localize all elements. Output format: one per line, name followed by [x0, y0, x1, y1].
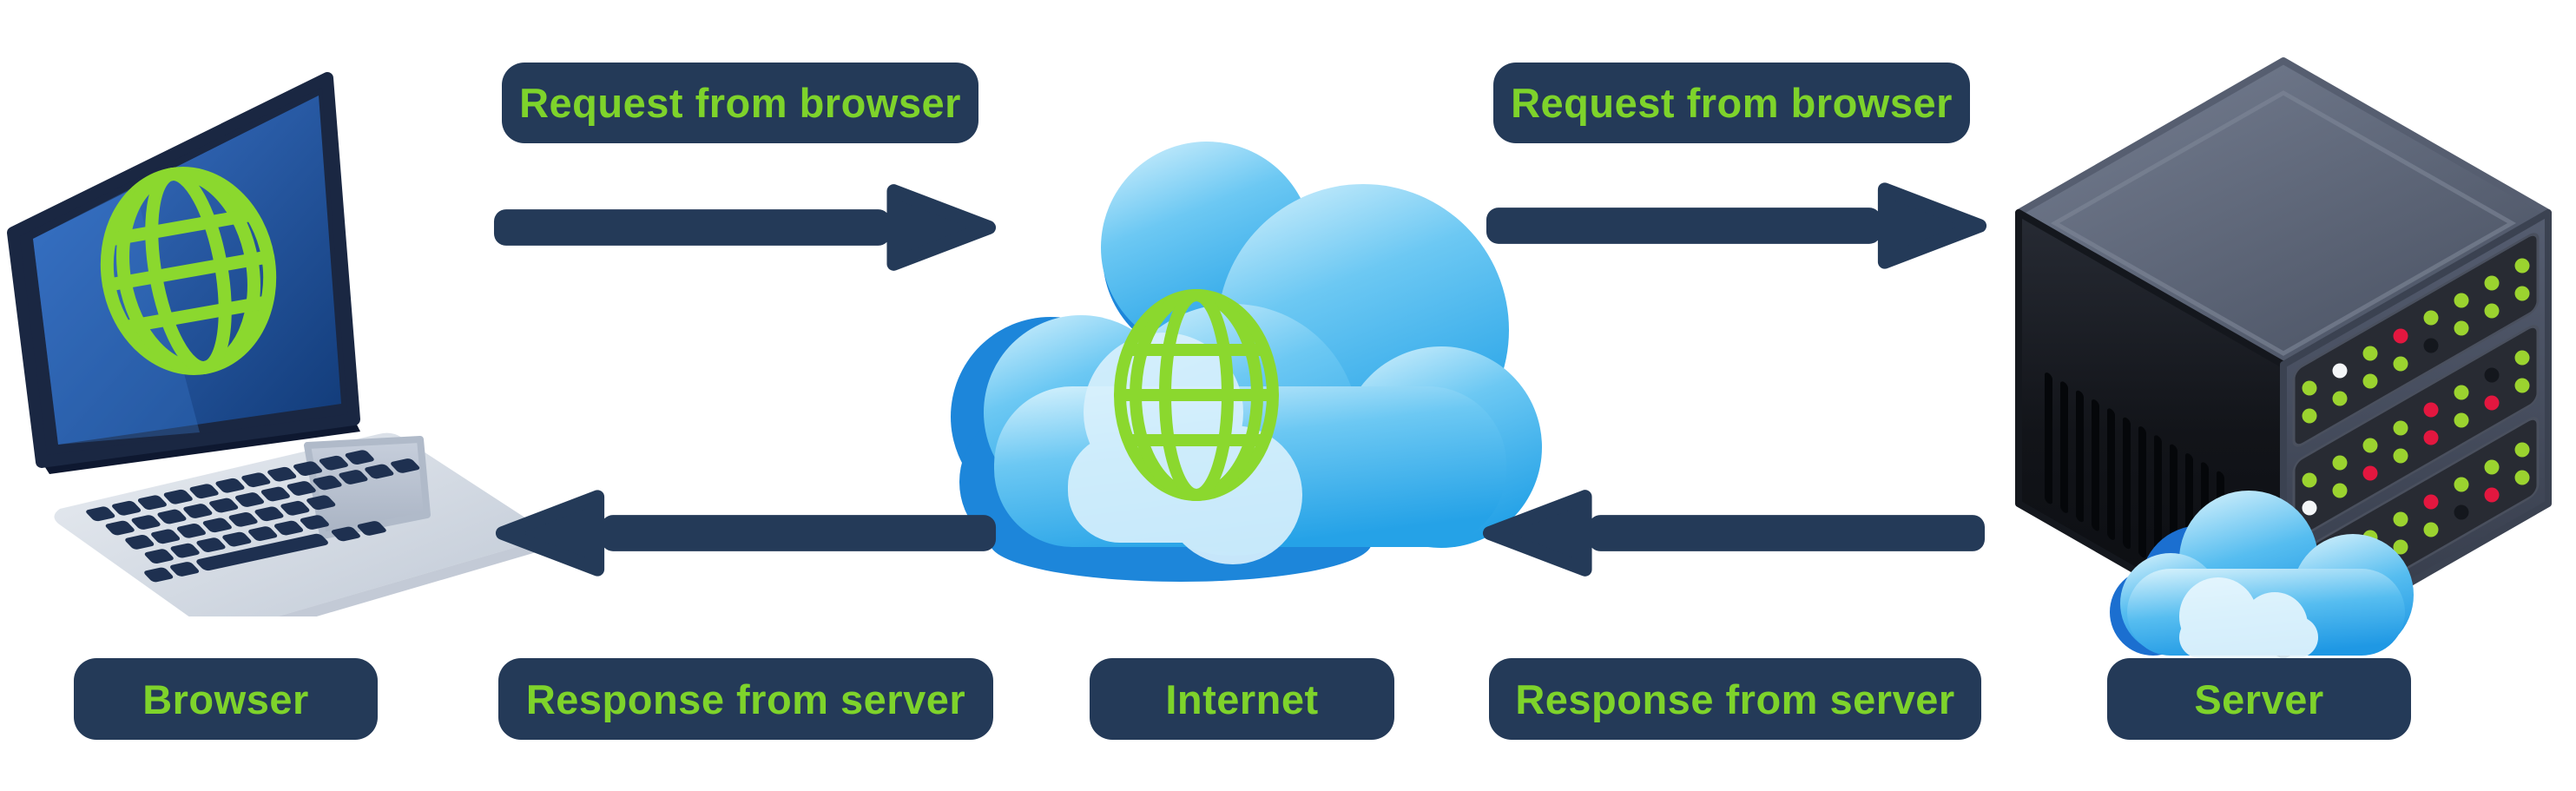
right-arrow-icon: [1486, 182, 1987, 269]
right-arrow-icon: [493, 184, 997, 271]
left-arrow-icon: [1482, 490, 1986, 577]
arrow-response-internet-to-browser: [491, 483, 1001, 583]
server-cloud-icon: [2110, 491, 2414, 658]
server-rack-with-cloud-icon: [2015, 57, 2552, 659]
label-request-from-browser-right: Request from browser: [1493, 63, 1970, 143]
laptop-keyboard: [86, 450, 420, 583]
server-cube: [2015, 57, 2552, 659]
label-request-from-browser-left: Request from browser: [502, 63, 978, 143]
label-response-from-server-right: Response from server: [1489, 658, 1981, 740]
internet-globe-icon: [1114, 289, 1279, 501]
arrow-response-server-to-internet: [1478, 483, 1990, 583]
label-server: Server: [2107, 658, 2411, 740]
browser-illustration: [4, 52, 551, 616]
left-arrow-icon: [495, 490, 997, 577]
server-illustration: [1988, 48, 2570, 673]
laptop-screen: [7, 72, 360, 468]
cloud-with-globe-icon: [951, 142, 1542, 582]
label-internet: Internet: [1090, 658, 1394, 740]
internet-illustration: [920, 126, 1571, 599]
label-browser: Browser: [74, 658, 378, 740]
arrow-request-internet-to-server: [1481, 175, 1992, 276]
laptop-with-globe-icon: [7, 72, 545, 616]
browser-globe-icon: [100, 167, 277, 375]
laptop-base: [54, 432, 545, 616]
label-response-from-server-left: Response from server: [498, 658, 993, 740]
arrow-request-browser-to-internet: [489, 177, 1001, 278]
laptop-spacebar: [196, 533, 328, 571]
